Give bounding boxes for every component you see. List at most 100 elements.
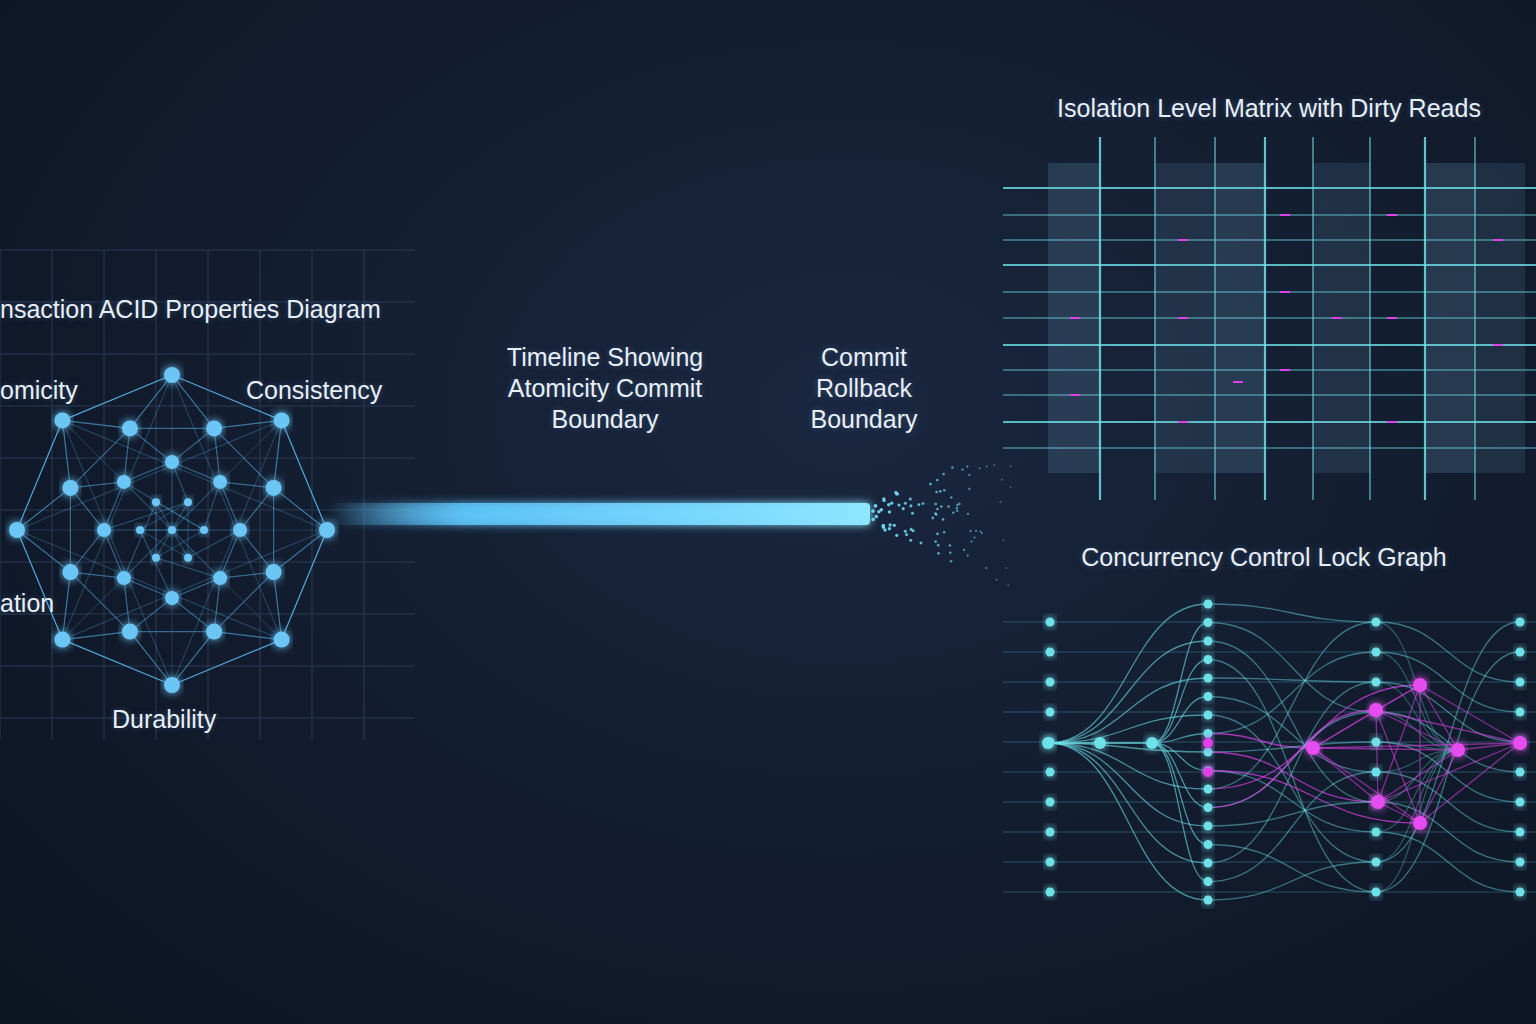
acid-network	[9, 367, 335, 693]
particle	[940, 505, 943, 508]
lock-node	[1046, 828, 1055, 837]
lock-edge	[1376, 622, 1458, 750]
lock-edge	[1208, 678, 1376, 682]
particle	[874, 504, 878, 508]
particle	[922, 502, 925, 505]
network-node	[54, 632, 70, 648]
particle	[883, 528, 886, 531]
lock-node	[1046, 618, 1055, 627]
lock-edge	[1376, 750, 1458, 892]
lock-edge	[1100, 742, 1152, 743]
lock-node	[1204, 600, 1213, 609]
lock-node	[1204, 655, 1213, 664]
lock-conflict-node	[1413, 816, 1427, 830]
lock-node	[1204, 822, 1213, 831]
particle	[949, 552, 952, 555]
lock-edge	[1152, 743, 1208, 808]
particle	[970, 540, 972, 542]
lock-held	[1203, 767, 1213, 777]
lock-edge	[1208, 771, 1420, 824]
particle	[888, 510, 891, 513]
lock-node	[1204, 877, 1213, 886]
lock-edge	[1152, 623, 1208, 744]
network-node	[184, 498, 192, 506]
lock-edge	[1048, 641, 1208, 743]
network-link	[62, 482, 220, 640]
lock-conflict	[1313, 743, 1520, 748]
network-node	[97, 523, 111, 537]
lock-conflict-node	[1371, 795, 1385, 809]
lock-track	[1003, 742, 1536, 743]
network-link	[156, 502, 204, 530]
panel-heading: Concurrency Control Lock Graph	[996, 542, 1532, 573]
lock-edge	[1152, 660, 1208, 744]
lock-conflict-node	[1413, 678, 1427, 692]
lock-edge	[1208, 845, 1376, 893]
particle	[943, 489, 946, 492]
network-node	[117, 571, 131, 585]
network-node	[62, 564, 78, 580]
particle	[935, 491, 938, 494]
network-link	[130, 598, 172, 632]
lock-conflict	[1313, 748, 1378, 802]
particle	[871, 518, 875, 522]
network-node	[117, 475, 131, 489]
grid-line	[0, 458, 415, 459]
network-link	[214, 428, 220, 482]
particle	[956, 510, 958, 512]
lock-edge	[1208, 802, 1376, 826]
property-label: Consistency	[246, 375, 416, 406]
lock-hub	[1042, 737, 1054, 749]
network-node	[62, 480, 78, 496]
network-link	[62, 375, 172, 420]
lock-edge	[1376, 750, 1458, 832]
network-node	[274, 412, 290, 428]
particle	[993, 464, 995, 466]
network-node	[152, 498, 160, 506]
particle	[973, 536, 975, 538]
network-node	[206, 624, 222, 640]
network-node	[213, 571, 227, 585]
network-link	[124, 428, 130, 482]
lock-node	[1516, 708, 1525, 717]
lock-track	[1003, 772, 1536, 773]
particle	[950, 496, 953, 499]
matrix-row-line	[1003, 214, 1536, 215]
lock-node	[1204, 618, 1213, 627]
grid-line	[0, 562, 415, 563]
network-link	[172, 375, 282, 640]
lock-edge	[1048, 743, 1208, 863]
lock-node	[1516, 798, 1525, 807]
lock-node	[1204, 803, 1213, 812]
particle	[910, 528, 913, 531]
dirty-read-mark	[1070, 394, 1080, 396]
lock-conflict-node	[1306, 741, 1320, 755]
dirty-read-mark	[1178, 317, 1188, 319]
lock-node	[1204, 711, 1213, 720]
particle	[968, 488, 970, 490]
particle	[961, 468, 963, 470]
lock-node	[1372, 648, 1381, 657]
network-link	[124, 578, 130, 632]
network-node	[233, 523, 247, 537]
lock-conflict	[1420, 750, 1458, 823]
matrix-row-line	[1003, 239, 1536, 240]
network-link	[130, 428, 214, 429]
lock-node	[1046, 888, 1055, 897]
network-link	[140, 529, 172, 530]
matrix-row-line	[1003, 344, 1536, 346]
network-link	[17, 530, 62, 640]
lock-node	[1516, 768, 1525, 777]
particle	[934, 512, 937, 515]
network-link	[172, 632, 214, 685]
network-link	[130, 632, 172, 685]
network-node	[206, 420, 222, 436]
diagram-panel: Concurrency Control Lock Graph	[1000, 538, 1536, 918]
dirty-read-mark	[1332, 317, 1342, 319]
particle	[888, 523, 891, 526]
isolation-matrix	[1003, 137, 1536, 500]
lock-edge	[1152, 743, 1208, 845]
grid-line	[0, 354, 415, 355]
lock-edge	[1376, 652, 1520, 892]
network-link	[214, 578, 220, 632]
